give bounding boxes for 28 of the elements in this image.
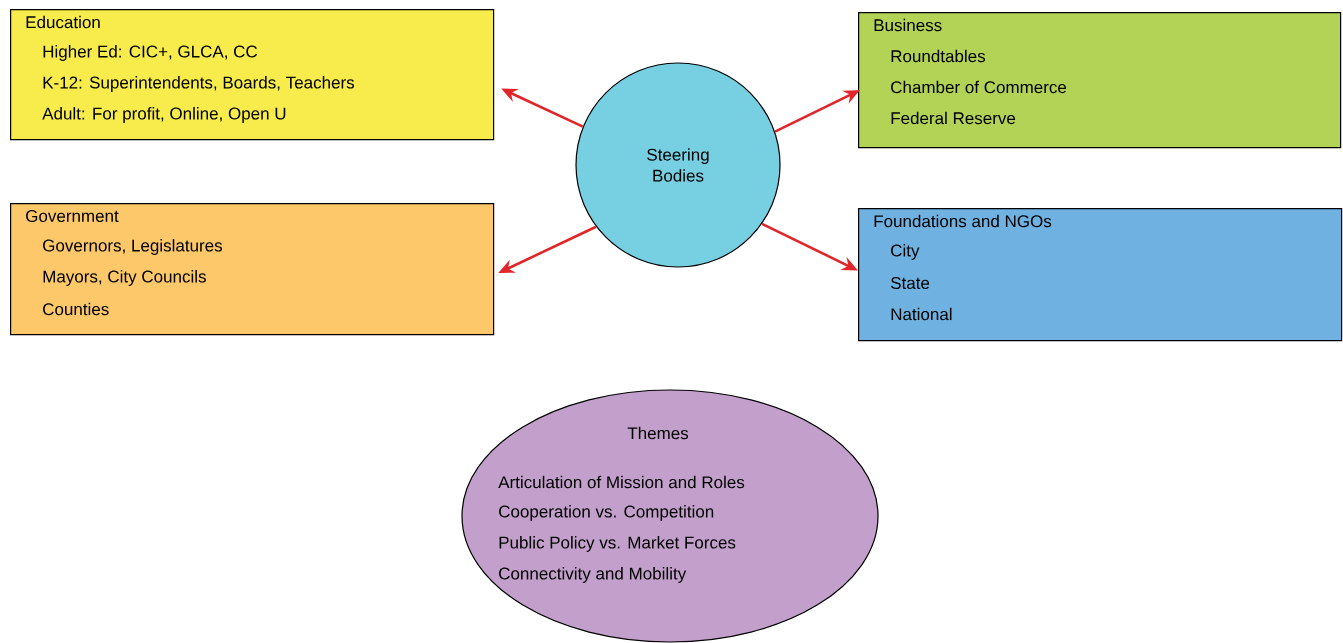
box-heading: Government <box>26 210 119 223</box>
circle-label: Steering Bodies <box>647 148 709 182</box>
list-item: Mayors, City Councils <box>43 270 206 286</box>
list-item: Roundtables <box>891 49 986 63</box>
list-item: Public Policy vs. Market Forces <box>499 536 736 552</box>
list-item: State <box>891 277 930 290</box>
box-heading: Foundations and NGOs <box>874 214 1052 228</box>
category-box <box>858 12 1342 149</box>
ellipse-heading: Themes <box>627 426 689 440</box>
hub-circle <box>575 62 781 268</box>
box-heading: Education <box>26 15 100 29</box>
themes-ellipse <box>461 389 879 643</box>
category-box <box>10 203 495 336</box>
list-item: Higher Ed: CIC+, GLCA, CC <box>43 45 258 61</box>
list-item: Cooperation vs. Competition <box>499 505 714 521</box>
list-item: Articulation of Mission and Roles <box>498 475 745 489</box>
list-item: Counties <box>43 302 109 316</box>
list-item: City <box>891 244 920 260</box>
list-item: Governors, Legislatures <box>43 239 223 255</box>
list-item: National <box>891 307 952 321</box>
list-item: Connectivity and Mobility <box>499 567 687 583</box>
category-box <box>10 9 495 141</box>
list-item: K-12: Superintendents, Boards, Teachers <box>43 76 355 92</box>
category-box <box>858 208 1343 342</box>
list-item: Federal Reserve <box>891 111 1016 125</box>
list-item: Chamber of Commerce <box>891 80 1067 94</box>
list-item: Adult: For profit, Online, Open U <box>42 107 286 123</box>
box-heading: Business <box>874 18 942 32</box>
